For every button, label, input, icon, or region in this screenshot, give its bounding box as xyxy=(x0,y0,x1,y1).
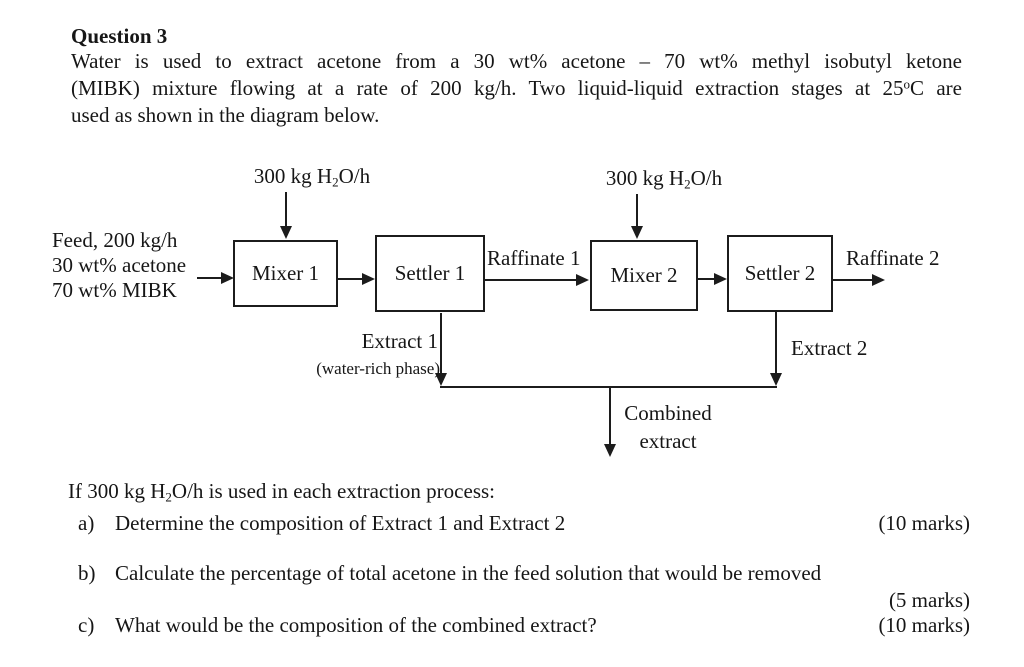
settler1-box: Settler 1 xyxy=(375,235,485,312)
task-c-label: c) xyxy=(78,613,95,637)
settler2-label: Settler 2 xyxy=(744,261,816,285)
task-c-text: What would be the composition of the com… xyxy=(115,613,597,637)
mixer1-box: Mixer 1 xyxy=(233,240,338,307)
raffinate2-label: Raffinate 2 xyxy=(846,246,940,270)
intro-line-2-text: (MIBK) mixture flowing at a rate of 200 … xyxy=(71,76,904,100)
combined-extract-label: Combined extract xyxy=(618,399,718,455)
collector-line xyxy=(440,386,777,388)
mixer1-settler1-arrowhead xyxy=(362,273,375,285)
intro-line-2-end: C are xyxy=(910,76,962,100)
task-c-marks: (10 marks) xyxy=(878,613,970,637)
task-b-marks: (5 marks) xyxy=(888,588,970,612)
raffinate1-label: Raffinate 1 xyxy=(487,246,581,270)
water-1-arrow-line xyxy=(285,192,287,226)
extract1-line xyxy=(440,313,442,374)
water-2-arrow-line xyxy=(636,194,638,226)
combined-word-1: Combined xyxy=(624,401,712,425)
feed-mibk-pct: 70 wt% MIBK xyxy=(52,278,177,302)
feed-acetone-pct: 30 wt% acetone xyxy=(52,253,187,277)
extract2-arrowhead xyxy=(770,373,782,386)
extract1-note: (water-rich phase) xyxy=(316,359,440,378)
task-c-row: c) What would be the composition of the … xyxy=(78,613,970,637)
task-a-text: Determine the composition of Extract 1 a… xyxy=(115,511,566,535)
water-2-subscript: 2 xyxy=(684,176,691,192)
mixer2-settler2-line xyxy=(698,278,715,280)
settler2-box: Settler 2 xyxy=(727,235,833,312)
condition-line: If 300 kg H2O/h is used in each extracti… xyxy=(68,479,495,505)
water-1-subscript: 2 xyxy=(332,174,339,190)
mixer1-label: Mixer 1 xyxy=(251,261,320,285)
intro-line-3: used as shown in the diagram below. xyxy=(71,103,380,127)
condition-text: If 300 kg H xyxy=(68,479,166,503)
mixer1-settler1-line xyxy=(338,278,363,280)
water-2-text: 300 kg H xyxy=(605,166,685,190)
raffinate1-line xyxy=(485,279,576,281)
water-1-unit: O/h xyxy=(338,164,371,188)
intro-line-2: (MIBK) mixture flowing at a rate of 200 … xyxy=(71,76,962,100)
combined-arrowhead xyxy=(604,444,616,457)
extract2-line xyxy=(775,312,777,374)
question-heading: Question 3 xyxy=(71,24,168,48)
extract1-arrowhead xyxy=(435,373,447,386)
water-1-text: 300 kg H xyxy=(253,164,333,188)
combined-line xyxy=(609,388,611,445)
mixer2-settler2-arrowhead xyxy=(714,273,727,285)
task-b-text: Calculate the percentage of total aceton… xyxy=(115,561,822,585)
combined-word-2: extract xyxy=(639,429,697,453)
task-b-row: b) Calculate the percentage of total ace… xyxy=(78,561,970,585)
raffinate2-line xyxy=(833,279,873,281)
condition-subscript: 2 xyxy=(165,489,172,505)
task-b-label: b) xyxy=(78,561,96,585)
feed-rate: Feed, 200 kg/h xyxy=(52,228,178,252)
task-b-marks-row: (5 marks) xyxy=(78,588,970,612)
feed-arrow-line xyxy=(197,277,221,279)
raffinate2-arrowhead xyxy=(872,274,885,286)
degree-superscript: o xyxy=(903,76,911,92)
raffinate1-arrowhead xyxy=(576,274,589,286)
water-1-arrowhead xyxy=(280,226,292,239)
task-a-label: a) xyxy=(78,511,95,535)
mixer2-box: Mixer 2 xyxy=(590,240,698,311)
water-2-arrowhead xyxy=(631,226,643,239)
feed-stream-label: Feed, 200 kg/h 30 wt% acetone 70 wt% MIB… xyxy=(52,228,186,303)
mixer2-label: Mixer 2 xyxy=(610,263,678,287)
feed-arrowhead xyxy=(221,272,234,284)
settler1-label: Settler 1 xyxy=(394,261,466,285)
task-a-row: a) Determine the composition of Extract … xyxy=(78,511,970,535)
extract2-label: Extract 2 xyxy=(791,336,868,360)
condition-end: O/h is used in each extraction process: xyxy=(171,479,495,503)
extract1-label: Extract 1 xyxy=(361,329,438,353)
intro-line-1: Water is used to extract acetone from a … xyxy=(71,49,962,73)
water-feed-2-label: 300 kg H2O/h xyxy=(598,166,730,192)
water-2-unit: O/h xyxy=(690,166,723,190)
water-feed-1-label: 300 kg H2O/h xyxy=(247,164,377,190)
task-a-marks: (10 marks) xyxy=(878,511,970,535)
